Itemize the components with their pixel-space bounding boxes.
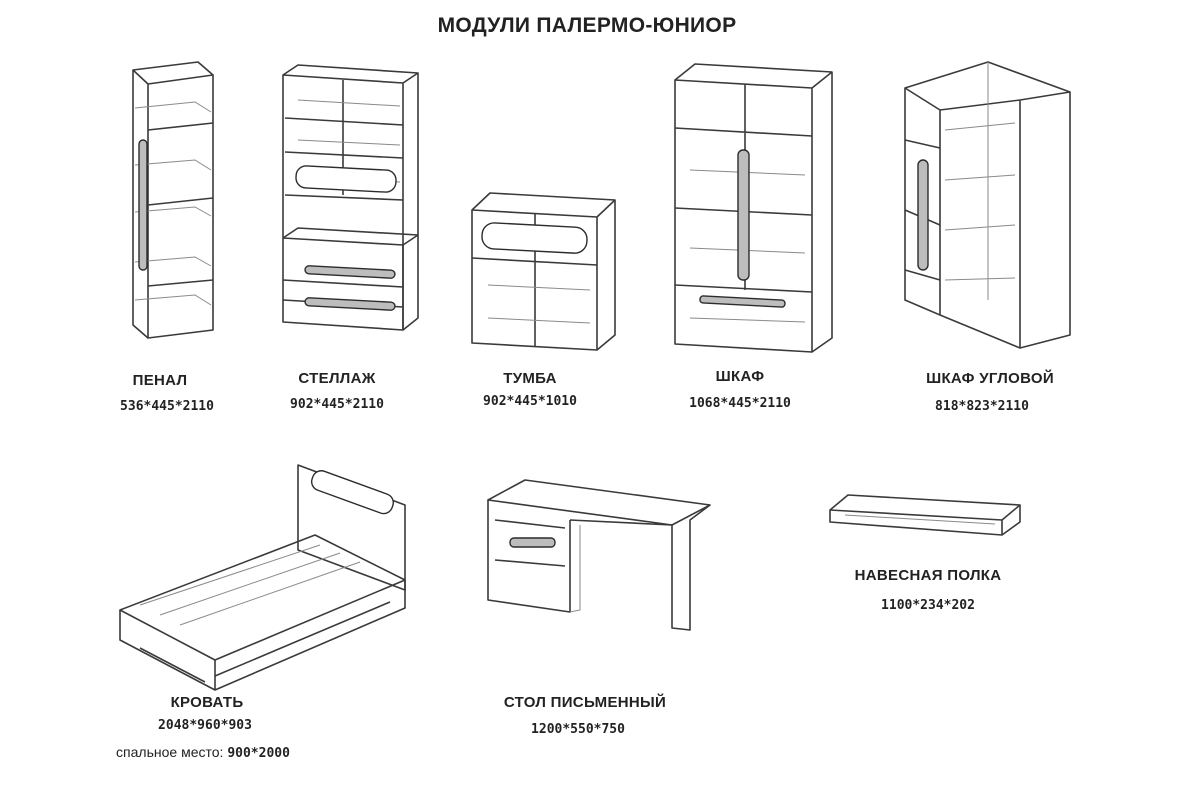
krovat-note-value: 900*2000 (227, 746, 290, 761)
tumba-dims: 902*445*1010 (483, 394, 577, 409)
tumba-handle (481, 222, 588, 254)
polka-dims: 1100*234*202 (881, 598, 975, 613)
penal-name: ПЕНАЛ (132, 372, 188, 389)
shkaf-uglovoy-name: ШКАФ УГЛОВОЙ (926, 370, 1054, 387)
stol-drawing (487, 479, 711, 631)
krovat-note-label: спальное место: (116, 744, 224, 760)
krovat-headboard-cutout (310, 470, 394, 515)
krovat-note: спальное место: 900*2000 (116, 744, 290, 761)
shkaf-dims: 1068*445*2110 (689, 396, 791, 411)
shkaf-uglovoy-dims: 818*823*2110 (935, 399, 1029, 414)
penal-dims: 536*445*2110 (120, 399, 214, 414)
stellazh-handle-top (295, 165, 397, 193)
shkaf-drawer-handle (699, 295, 786, 308)
tumba-drawing (471, 192, 616, 351)
stellazh-handle-low (304, 297, 396, 311)
stellazh-name: СТЕЛЛАЖ (298, 370, 376, 387)
stol-dims: 1200*550*750 (531, 722, 625, 737)
polka-name: НАВЕСНАЯ ПОЛКА (854, 567, 1002, 584)
shkaf-name: ШКАФ (715, 368, 765, 385)
penal-handle (138, 139, 148, 271)
shkaf-uglovoy-drawing (904, 61, 1071, 349)
krovat-drawing (119, 464, 406, 691)
shkaf-handle (737, 149, 750, 281)
page-title: МОДУЛИ ПАЛЕРМО-ЮНИОР (437, 14, 737, 37)
shkaf-uglovoy-handle (917, 159, 929, 271)
krovat-dims: 2048*960*903 (158, 718, 252, 733)
shkaf-drawing (674, 63, 833, 353)
tumba-name: ТУМБА (503, 370, 557, 387)
stol-name: СТОЛ ПИСЬМЕННЫЙ (503, 694, 667, 711)
stellazh-handle-mid (304, 265, 396, 279)
polka-drawing (829, 494, 1021, 536)
stellazh-drawing (282, 64, 419, 331)
stol-handle (509, 537, 556, 548)
krovat-name: КРОВАТЬ (170, 694, 244, 711)
stellazh-dims: 902*445*2110 (290, 397, 384, 412)
penal-drawing (132, 61, 214, 339)
